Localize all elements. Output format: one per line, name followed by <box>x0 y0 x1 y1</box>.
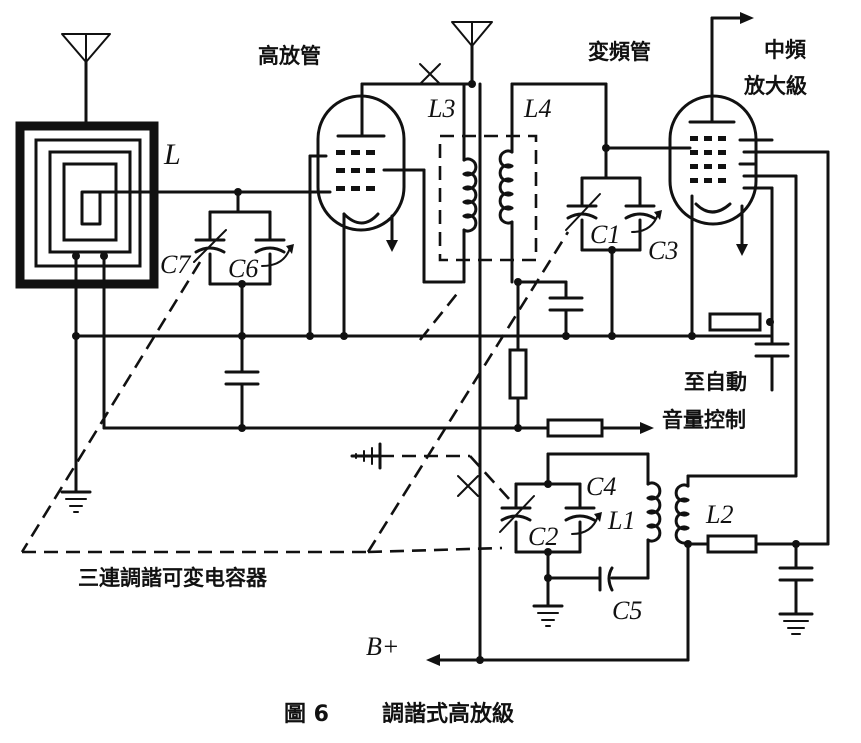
l1-label: L1 <box>608 506 636 535</box>
avc-label-line1: 至自動 <box>684 370 747 394</box>
c2-label: C2 <box>528 522 559 551</box>
loop-antenna <box>15 33 240 430</box>
tuning-cap-c6-c7 <box>193 188 294 432</box>
l3-label: L3 <box>428 94 456 123</box>
if-amp-label-line2: 放大級 <box>744 74 807 98</box>
decoupling-network <box>508 278 584 430</box>
c5-label: C5 <box>612 596 643 625</box>
gang-capacitor-label: 三連調諧可変电容器 <box>78 566 267 590</box>
c1-label: C1 <box>590 220 621 249</box>
rf-transformer-l3-l4 <box>438 82 610 284</box>
c6-label: C6 <box>228 254 259 283</box>
cathode-network <box>708 312 790 392</box>
figure-number: 圖 6 <box>284 702 329 727</box>
oscillator-tank <box>499 452 662 627</box>
converter-tube <box>604 12 830 546</box>
gang-capacitor-linkage <box>20 231 570 554</box>
converter-tube-label: 変頻管 <box>588 40 651 64</box>
chassis-ground <box>350 442 382 470</box>
b-plus-label: B+ <box>366 632 400 661</box>
feedback-coil-l2 <box>674 474 830 662</box>
c7-label: C7 <box>160 250 191 279</box>
tuning-cap-c1-c3 <box>565 146 662 340</box>
avc-line <box>102 418 654 438</box>
l4-label: L4 <box>524 94 552 123</box>
ground-left <box>60 334 92 513</box>
if-amp-label-line1: 中頻 <box>764 38 806 62</box>
avc-label-line2: 音量控制 <box>662 408 746 432</box>
rf-amp-tube-label: 高放管 <box>258 44 321 68</box>
loop-antenna-label: L <box>164 138 181 171</box>
figure-title: 調諧式高放級 <box>382 702 515 727</box>
c3-label: C3 <box>648 236 679 265</box>
l2-label: L2 <box>706 500 734 529</box>
rf-amp-tube <box>236 82 474 338</box>
c4-label: C4 <box>586 472 617 501</box>
